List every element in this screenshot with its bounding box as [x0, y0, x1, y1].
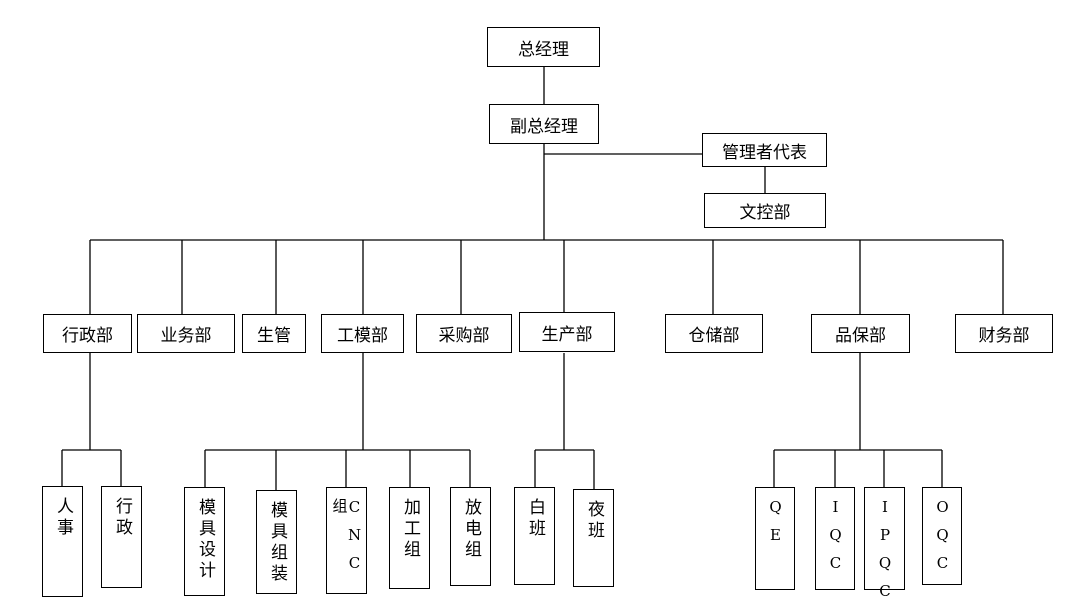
node-deputy-general-manager: 副总经理: [489, 104, 599, 144]
node-quality-dept: 品保部: [811, 314, 910, 353]
node-label: 文控部: [739, 203, 791, 223]
node-cnc-group: CNC组: [326, 487, 367, 594]
node-label: 采购部: [438, 326, 490, 346]
node-label: 模具设计: [195, 498, 215, 582]
node-admin-dept: 行政部: [43, 314, 132, 353]
node-oqc: OQC: [922, 487, 962, 585]
node-qe: QE: [755, 487, 795, 590]
node-day-shift: 白班: [514, 487, 555, 585]
node-label: 加工组: [400, 498, 420, 561]
node-production-dept: 生产部: [519, 312, 615, 352]
node-label: 白班: [525, 498, 545, 540]
node-label: 工模部: [337, 326, 388, 346]
node-label: 生管: [257, 326, 291, 346]
node-label: 夜班: [584, 500, 604, 542]
node-edm-group: 放电组: [450, 487, 491, 586]
node-purchasing-dept: 采购部: [416, 314, 512, 353]
node-mold-design: 模具设计: [184, 487, 225, 596]
node-machining-group: 加工组: [389, 487, 430, 589]
node-general-manager: 总经理: [487, 27, 600, 67]
node-management-representative: 管理者代表: [702, 133, 827, 167]
node-mold-dept: 工模部: [321, 314, 404, 353]
node-ipqc: IPQC: [864, 487, 905, 610]
node-label: 业务部: [160, 326, 212, 346]
node-label: 生产部: [541, 324, 593, 345]
node-label: 总经理: [518, 39, 569, 60]
node-label: 品保部: [835, 326, 886, 346]
node-administration: 行政: [101, 486, 142, 588]
node-finance-dept: 财务部: [955, 314, 1053, 353]
node-label: 副总经理: [510, 116, 578, 137]
node-night-shift: 夜班: [573, 489, 614, 587]
node-mold-assembly: 模具组装: [256, 490, 297, 594]
node-label: 管理者代表: [722, 142, 807, 163]
node-hr: 人事: [42, 486, 83, 597]
node-label: CNC组: [330, 498, 364, 582]
node-label: 人事: [53, 497, 73, 539]
node-business-dept: 业务部: [137, 314, 235, 353]
node-label: 财务部: [978, 326, 1030, 346]
node-document-control: 文控部: [704, 193, 826, 228]
node-label: 行政部: [62, 326, 113, 346]
node-label: IPQC: [876, 498, 894, 610]
node-label: 模具组装: [267, 501, 287, 585]
node-warehouse-dept: 仓储部: [665, 314, 763, 353]
node-label: QE: [766, 498, 785, 554]
node-label: 行政: [112, 497, 132, 539]
node-label: 放电组: [461, 498, 481, 561]
node-production-control: 生管: [242, 314, 306, 353]
node-label: OQC: [933, 498, 952, 582]
node-label: 仓储部: [688, 326, 740, 346]
node-iqc: IQC: [815, 487, 855, 590]
node-label: IQC: [826, 498, 845, 582]
